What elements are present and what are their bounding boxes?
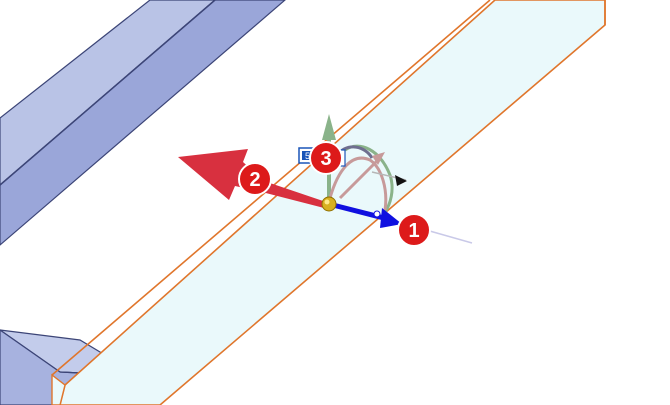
- angle-indicator-arrow-icon: [395, 175, 407, 186]
- callout-3-badge: [309, 141, 343, 175]
- callout-2-label: 2: [249, 169, 260, 191]
- upper-beam[interactable]: [0, 0, 286, 246]
- callout-1-badge: [397, 213, 431, 247]
- dimension-input-selection: [302, 151, 313, 160]
- z-axis-arrow-icon[interactable]: [322, 114, 336, 140]
- origin-sphere-highlight: [324, 199, 330, 205]
- rotation-handle-tip-icon[interactable]: [372, 152, 385, 165]
- dimension-input-value[interactable]: 5: [305, 151, 310, 161]
- callout-1-label: 1: [408, 220, 419, 242]
- callout-2: 2: [238, 162, 272, 196]
- y-axis-shaft[interactable]: [258, 181, 329, 209]
- upper-beam-edge: [0, 0, 216, 186]
- rotation-handle-diagonal[interactable]: [338, 158, 380, 200]
- x-axis-arrow-icon[interactable]: [380, 208, 402, 228]
- plate-end-face[interactable]: [51, 373, 66, 405]
- callout-1: 1: [397, 213, 431, 247]
- rotation-arc-y-icon[interactable]: [328, 156, 388, 211]
- origin-sphere-icon[interactable]: [321, 196, 337, 212]
- x-axis-snap-point[interactable]: [373, 210, 381, 218]
- callout-3: 3: [309, 141, 343, 175]
- callout-3-label: 3: [320, 148, 331, 170]
- callout-2-badge: [238, 162, 272, 196]
